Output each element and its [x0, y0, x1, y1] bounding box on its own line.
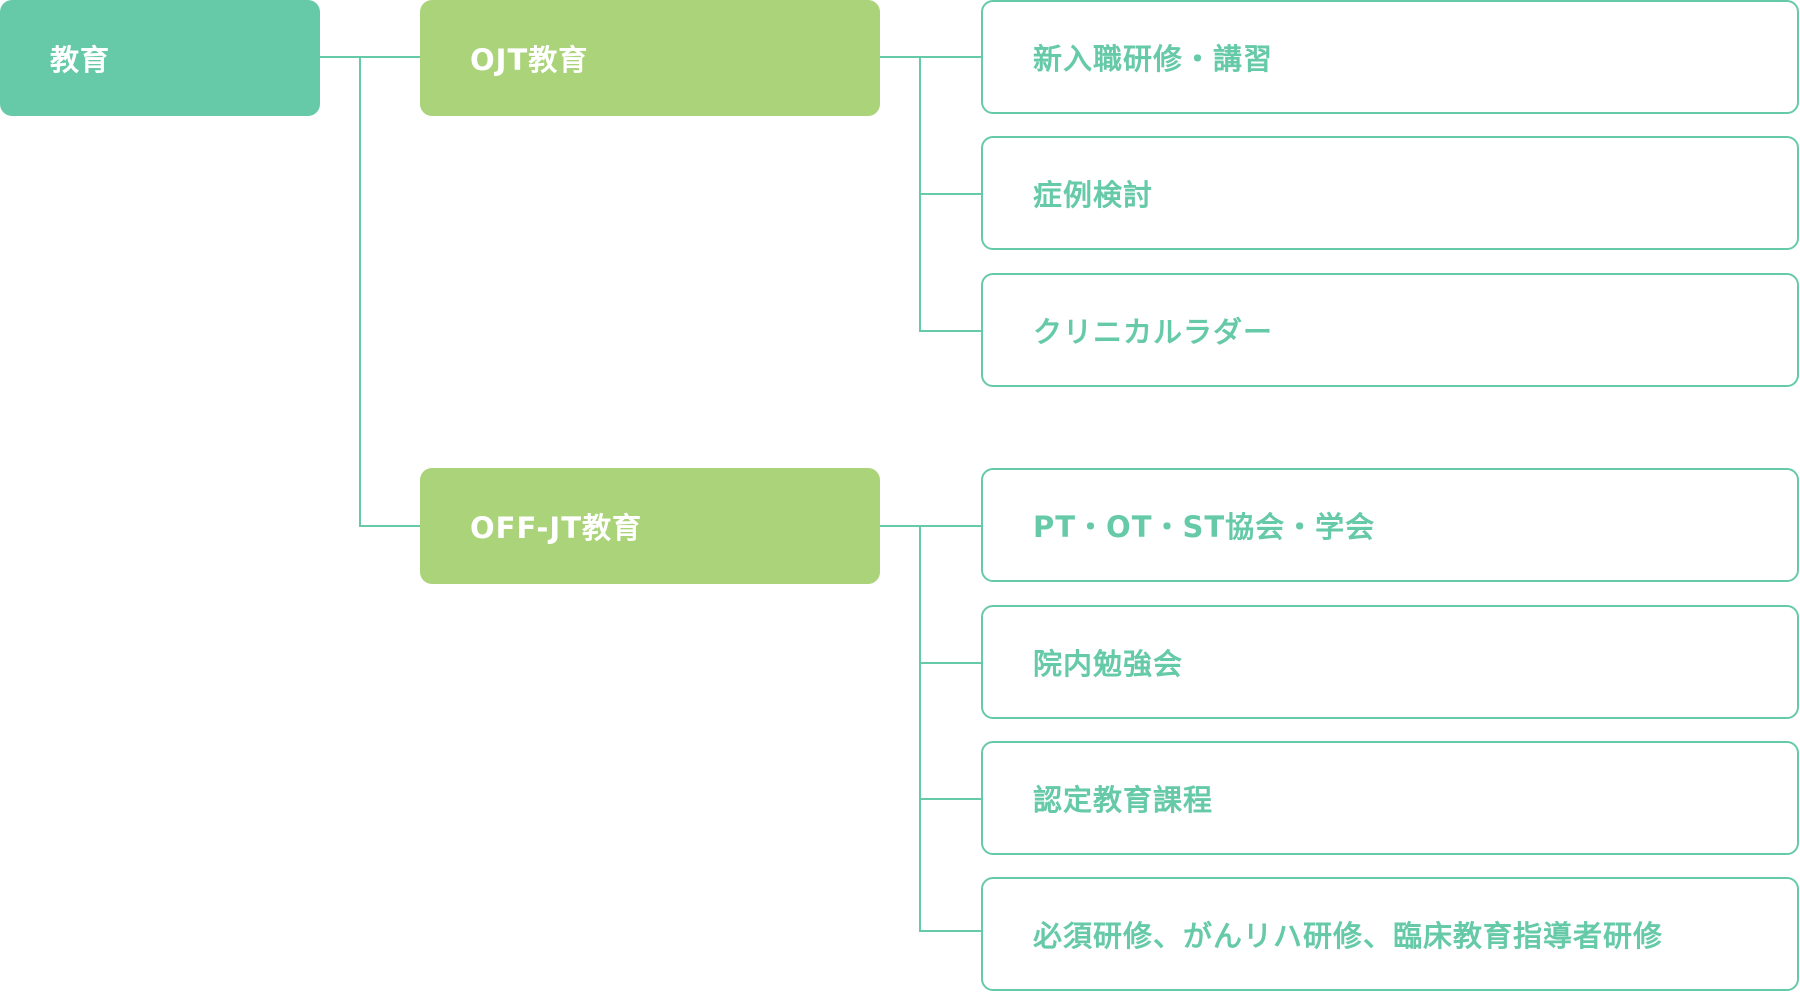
connector-offjt-item-3: [919, 798, 981, 800]
connector-root-to-trunk: [320, 56, 360, 58]
item-node-label: クリニカルラダー: [1033, 315, 1274, 349]
group-node-offjt: OFF-JT教育: [420, 468, 880, 584]
root-node-label: 教育: [50, 43, 111, 77]
item-node-offjt-4: 必須研修、がんリハ研修、臨床教育指導者研修: [981, 877, 1799, 991]
group-node-ojt: OJT教育: [420, 0, 880, 116]
connector-offjt-item-2: [919, 662, 981, 664]
connector-ojt-item-3: [919, 330, 981, 332]
connector-offjt-out: [880, 525, 920, 527]
item-node-offjt-2: 院内勉強会: [981, 605, 1799, 719]
connector-trunk-to-offjt: [359, 525, 420, 527]
item-node-label: 院内勉強会: [1033, 647, 1184, 681]
item-node-ojt-3: クリニカルラダー: [981, 273, 1799, 387]
group-node-label: OFF-JT教育: [470, 511, 642, 545]
connector-offjt-vertical: [919, 525, 921, 932]
item-node-offjt-1: PT・OT・ST協会・学会: [981, 468, 1799, 582]
item-node-label: PT・OT・ST協会・学会: [1033, 510, 1376, 544]
item-node-offjt-3: 認定教育課程: [981, 741, 1799, 855]
connector-ojt-item-1: [919, 56, 981, 58]
item-node-ojt-1: 新入職研修・講習: [981, 0, 1799, 114]
item-node-label: 新入職研修・講習: [1033, 42, 1274, 76]
connector-ojt-item-2: [919, 193, 981, 195]
group-node-label: OJT教育: [470, 43, 589, 77]
root-node-education: 教育: [0, 0, 320, 116]
item-node-ojt-2: 症例検討: [981, 136, 1799, 250]
connector-ojt-out: [880, 56, 920, 58]
connector-offjt-item-4: [919, 930, 981, 932]
connector-offjt-item-1: [919, 525, 981, 527]
item-node-label: 必須研修、がんリハ研修、臨床教育指導者研修: [1033, 919, 1664, 953]
item-node-label: 症例検討: [1033, 178, 1154, 212]
connector-trunk-to-ojt: [359, 56, 420, 58]
connector-trunk-vertical: [359, 56, 361, 527]
item-node-label: 認定教育課程: [1033, 783, 1214, 817]
